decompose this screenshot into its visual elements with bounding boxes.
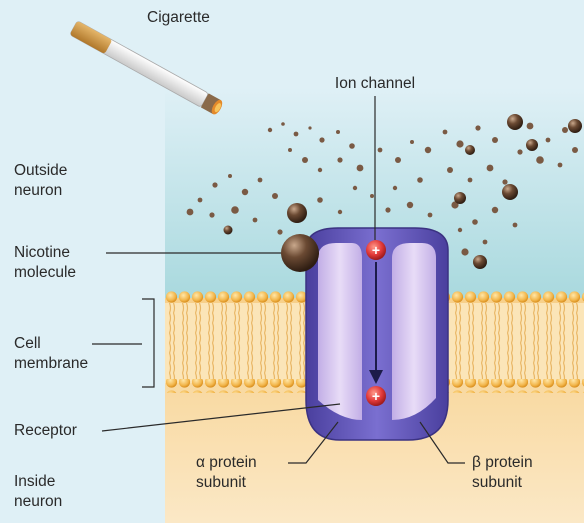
beta-subunit [392, 243, 436, 420]
alpha-subunit-label: α protein subunit [196, 453, 257, 493]
alpha-label-line1: α protein [196, 453, 257, 473]
outside-label-line1: Outside [14, 161, 67, 181]
svg-text:+: + [372, 388, 380, 404]
nicotine-label-line2: molecule [14, 263, 76, 283]
ion-channel-label-text: Ion channel [322, 74, 428, 94]
inside-neuron-label: Inside neuron [14, 472, 62, 512]
nicotine-label-line1: Nicotine [14, 243, 76, 263]
membrane-label-line2: membrane [14, 354, 88, 374]
ion-top: + [366, 240, 386, 260]
ion-channel-label: Ion channel [322, 74, 428, 94]
beta-label-line1: β protein [472, 453, 533, 473]
cigarette-illustration [70, 21, 225, 116]
membrane-label-line1: Cell [14, 334, 88, 354]
inside-label-line1: Inside [14, 472, 62, 492]
cell-membrane-label: Cell membrane [14, 334, 88, 374]
membrane-bracket [142, 299, 154, 387]
alpha-subunit [318, 243, 362, 420]
nicotine-molecule [281, 234, 319, 272]
receptor-label: Receptor [14, 421, 77, 441]
inside-label-line2: neuron [14, 492, 62, 512]
outside-label-line2: neuron [14, 181, 67, 201]
cigarette-label: Cigarette [147, 8, 210, 28]
beta-subunit-label: β protein subunit [472, 453, 533, 493]
alpha-label-line2: subunit [196, 473, 257, 493]
cigarette-label-text: Cigarette [147, 8, 210, 28]
nicotine-molecule-label: Nicotine molecule [14, 243, 76, 283]
ion-bottom: + [366, 386, 386, 406]
svg-text:+: + [372, 242, 380, 258]
outside-neuron-label: Outside neuron [14, 161, 67, 201]
receptor-label-text: Receptor [14, 421, 77, 441]
beta-label-line2: subunit [472, 473, 533, 493]
